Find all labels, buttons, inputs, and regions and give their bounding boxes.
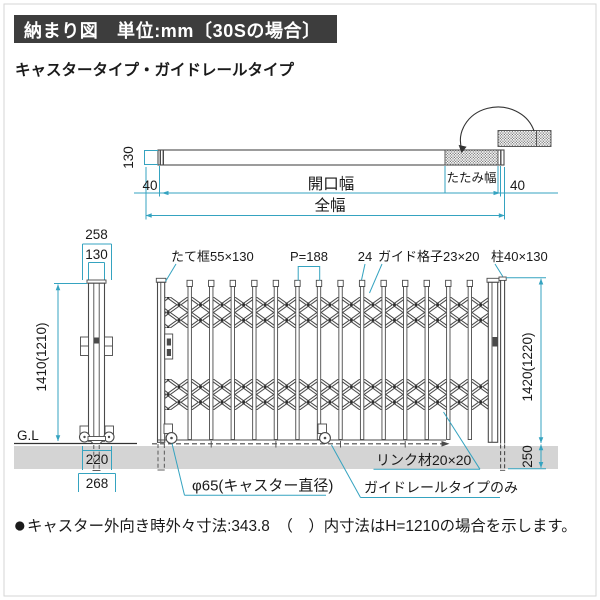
ground-level-label: G.L xyxy=(17,428,39,443)
stile-label: たて框55×130 xyxy=(171,249,254,264)
link-member-label: リンク材20×20 xyxy=(376,452,472,468)
footnote-bullet-icon xyxy=(15,521,25,531)
lattice-upper xyxy=(164,297,490,328)
elev-dim-height: 1420(1220) xyxy=(520,332,535,401)
fold-arc-arrow xyxy=(459,106,535,151)
post-label: 柱40×130 xyxy=(491,249,548,264)
side-dim-258: 258 xyxy=(85,227,108,242)
side-dim-130: 130 xyxy=(85,247,108,262)
ground-fill xyxy=(14,446,558,469)
page-subtitle: キャスタータイプ・ガイドレールタイプ xyxy=(15,60,295,79)
plan-view: 130 40 40 開口幅 たたみ幅 全幅 xyxy=(121,106,558,220)
folded-width-hatch xyxy=(444,149,499,166)
pitch-label: P=188 xyxy=(290,249,328,264)
plan-dim-40-left: 40 xyxy=(142,178,157,193)
fold-width-label: たたみ幅 xyxy=(446,170,496,185)
header-bar xyxy=(14,15,337,43)
dim-24-label: 24 xyxy=(358,249,372,264)
guiderail-only-label: ガイドレールタイプのみ xyxy=(364,480,518,496)
folded-gate-hatch xyxy=(497,130,552,147)
total-width-label: 全幅 xyxy=(314,197,345,215)
elevation-view: たて框55×130 P=188 24 ガイド格子23×20 柱40×130 14… xyxy=(152,249,548,498)
side-dim-220: 220 xyxy=(86,452,109,467)
plan-dim-130: 130 xyxy=(121,146,136,169)
elev-dim-250: 250 xyxy=(520,445,535,468)
opening-width-label: 開口幅 xyxy=(308,175,355,193)
side-dim-268: 268 xyxy=(86,476,109,491)
footnote: キャスター外向き時外々寸法:343.8 （ ）内寸法はH=1210の場合を示しま… xyxy=(27,517,577,535)
plan-dim-40-right: 40 xyxy=(510,178,525,193)
side-dim-height: 1410(1210) xyxy=(34,322,49,391)
page-title: 納まり図 単位:mm〔30Sの場合〕 xyxy=(24,20,321,41)
side-view: 258 130 1410(1210) G.L 220 268 xyxy=(14,227,558,492)
lattice-label: ガイド格子23×20 xyxy=(378,249,480,264)
caster-diameter-label: φ65(キャスター直径) xyxy=(192,478,333,495)
page-border xyxy=(3,3,597,597)
lattice-lower xyxy=(164,379,490,410)
